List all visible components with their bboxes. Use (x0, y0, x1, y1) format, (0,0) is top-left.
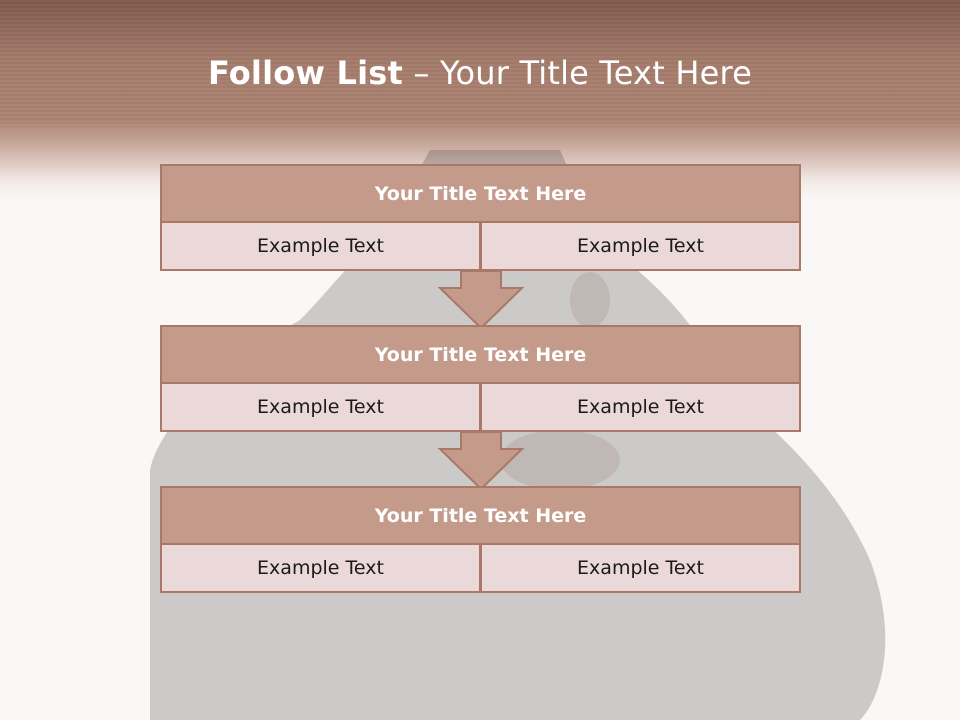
step-block-3: Your Title Text Here Example Text Exampl… (160, 486, 801, 593)
slide-title: Follow List – Your Title Text Here (0, 54, 960, 92)
step-title: Your Title Text Here (160, 164, 801, 223)
step-text-right: Example Text (480, 221, 801, 271)
banner-texture (0, 0, 960, 130)
down-arrow-icon (437, 270, 525, 330)
step-block-2: Your Title Text Here Example Text Exampl… (160, 325, 801, 432)
step-title: Your Title Text Here (160, 325, 801, 384)
title-bold-part: Follow List (207, 54, 404, 92)
step-text-left: Example Text (160, 382, 481, 432)
title-rest-part: – Your Title Text Here (403, 54, 753, 92)
down-arrow-icon (437, 431, 525, 491)
step-text-right: Example Text (480, 382, 801, 432)
step-text-left: Example Text (160, 543, 481, 593)
step-title: Your Title Text Here (160, 486, 801, 545)
step-block-1: Your Title Text Here Example Text Exampl… (160, 164, 801, 271)
step-text-left: Example Text (160, 221, 481, 271)
step-text-right: Example Text (480, 543, 801, 593)
